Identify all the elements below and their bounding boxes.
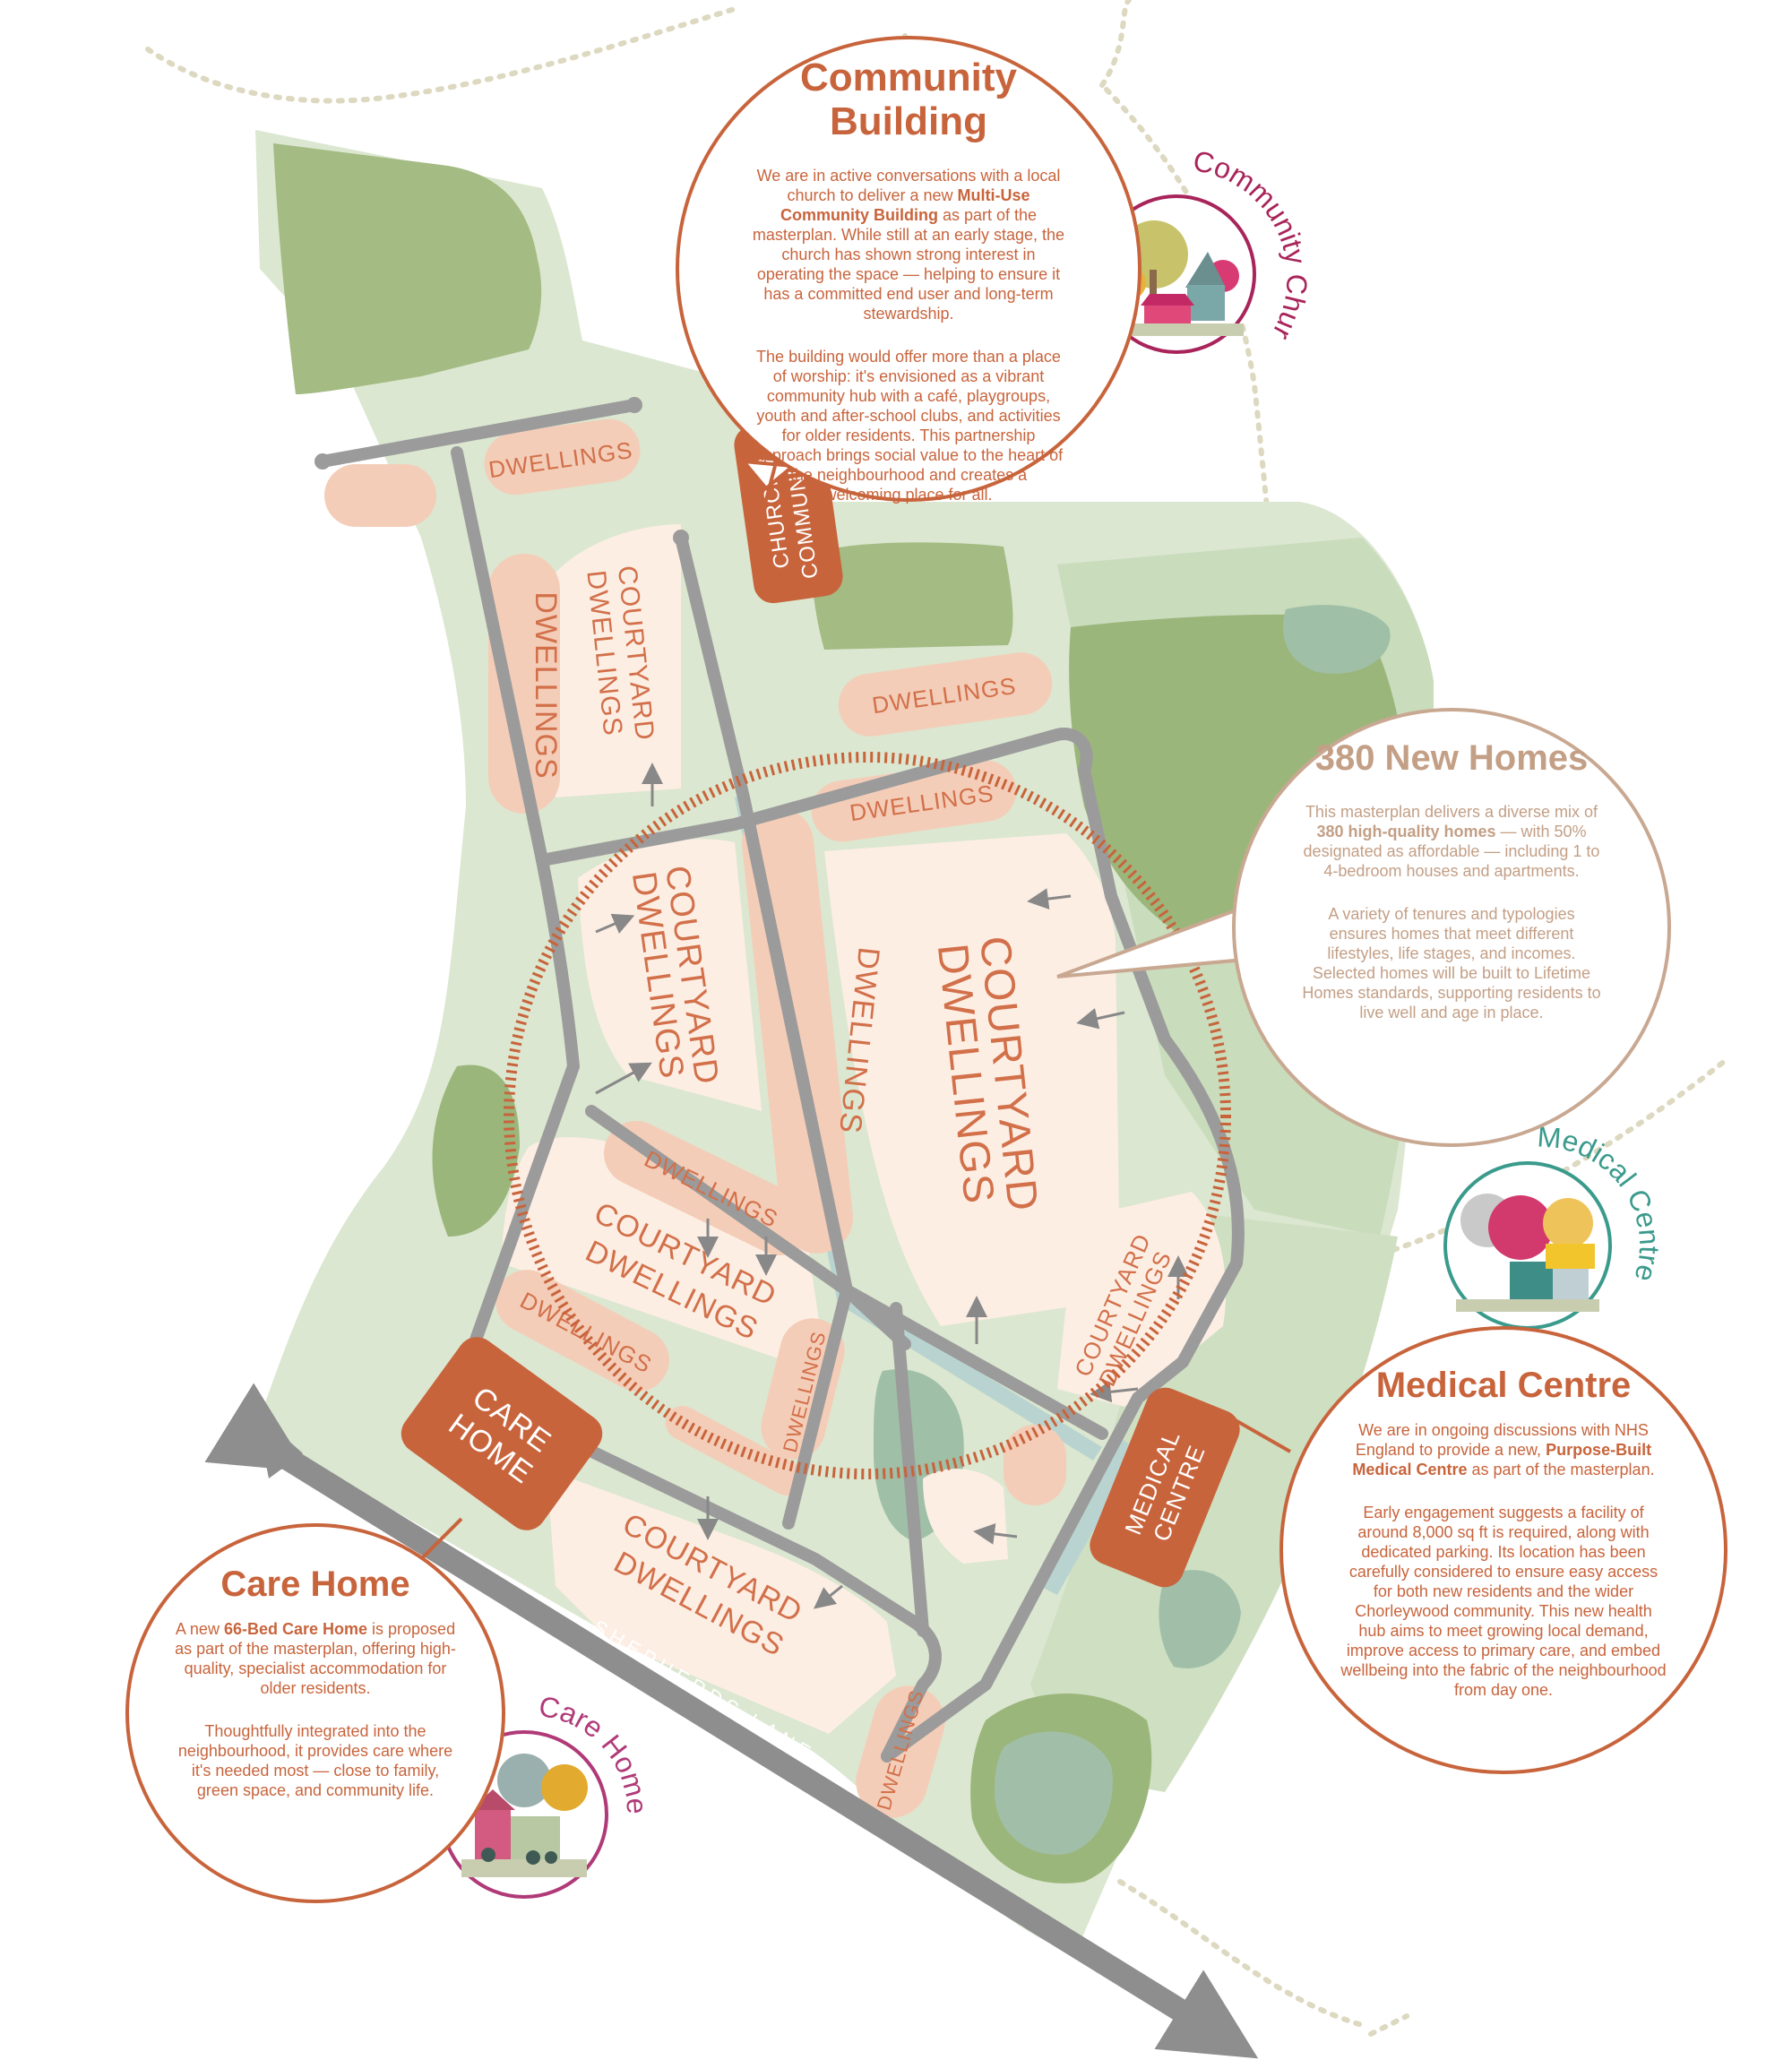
new-homes-text-2: A variety of tenures and typologies ensu… <box>1302 904 1601 1021</box>
medical-centre-title: Medical Centre <box>1375 1366 1632 1405</box>
new-homes-callout: 380 New Homes This masterplan delivers a… <box>1232 708 1671 1147</box>
access-arrows <box>595 763 1189 1609</box>
walking-radius-circle <box>504 752 1231 1479</box>
dwellings-label: DWELLINGS <box>529 591 563 779</box>
callout-pointers <box>401 459 1291 1579</box>
care-home-callout: Care Home A new 66-Bed Care Home is prop… <box>125 1523 505 1903</box>
care-home-text-1: A new 66-Bed Care Home is proposed as pa… <box>175 1619 456 1697</box>
medical-centre-callout: Medical Centre We are in ongoing discuss… <box>1279 1326 1727 1774</box>
road-arrow-icon <box>1192 2005 1236 2052</box>
community-building-text-1: We are in active conversations with a lo… <box>752 166 1065 323</box>
shepherds-lane-road <box>204 1383 1259 2059</box>
community-building-text-2: The building would offer more than a pla… <box>754 347 1064 504</box>
medical-centre-block: MEDICAL CENTRE <box>1090 1387 1240 1588</box>
care-home-title: Care Home <box>220 1564 410 1604</box>
care-home-block: CARE HOME <box>401 1337 603 1530</box>
road-end <box>626 397 642 413</box>
road-end <box>673 530 689 546</box>
medical-centre-illustration <box>1443 1161 1612 1330</box>
new-homes-text-1: This masterplan delivers a diverse mix o… <box>1303 802 1600 880</box>
care-home-text-2: Thoughtfully integrated into the neighbo… <box>177 1721 453 1799</box>
medical-centre-text-2: Early engagement suggests a facility of … <box>1340 1503 1667 1699</box>
road-end <box>314 453 331 470</box>
road-arrow-icon <box>255 1411 303 1478</box>
medical-centre-text-1: We are in ongoing discussions with NHS E… <box>1352 1420 1655 1478</box>
new-homes-title: 380 New Homes <box>1314 738 1589 778</box>
